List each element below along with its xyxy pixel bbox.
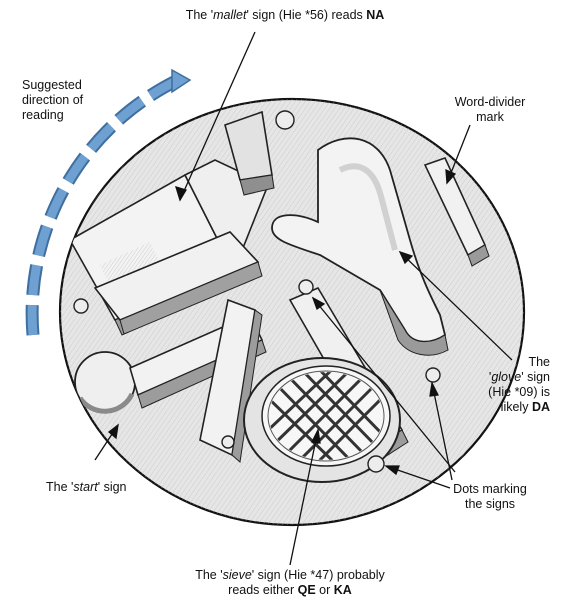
glove-label: The 'glove' sign (Hie *09) is likely DA xyxy=(460,355,550,415)
sieve-label: The 'sieve' sign (Hie *47) probably read… xyxy=(140,568,440,598)
dots-label: Dots marking the signs xyxy=(420,482,560,512)
direction-label: Suggested direction of reading xyxy=(22,78,142,123)
word-divider-label: Word-divider mark xyxy=(430,95,550,125)
start-label: The 'start' sign xyxy=(46,480,186,495)
mallet-label: The 'mallet' sign (Hie *56) reads NA xyxy=(150,8,420,23)
